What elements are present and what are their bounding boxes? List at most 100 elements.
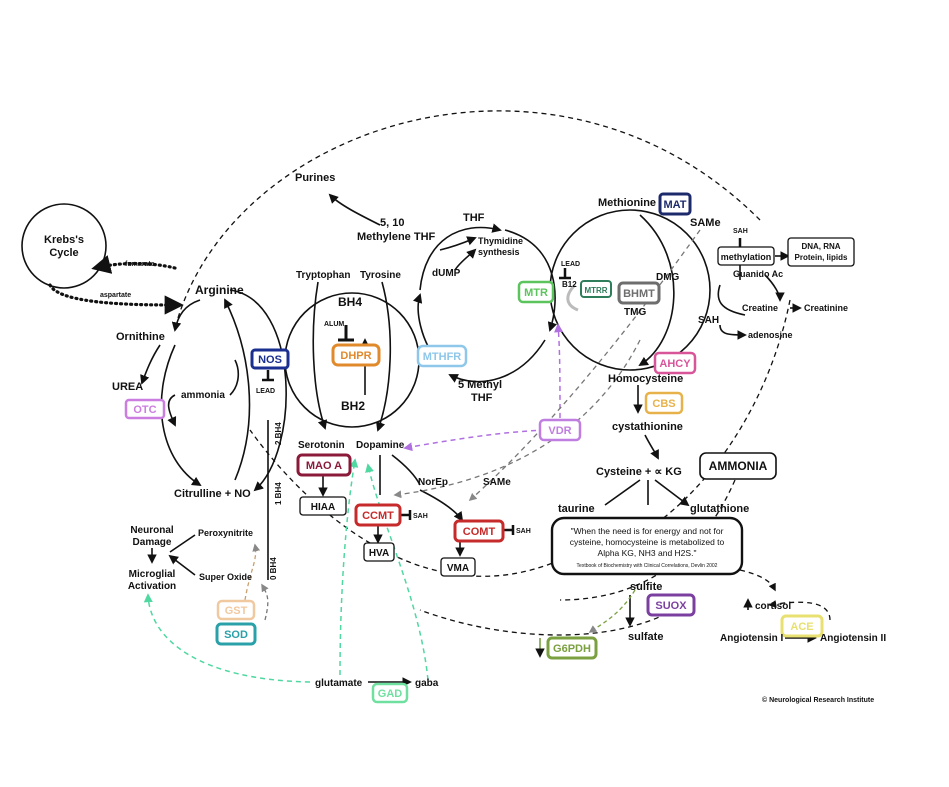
quote-line-2: cysteine, homocysteine is metabolized to <box>570 537 725 547</box>
enzyme-mthfr[interactable]: MTHFR <box>416 344 468 368</box>
enzyme-nos-label: NOS <box>258 354 282 366</box>
urea-label: UREA <box>112 381 143 393</box>
lead-mtr-inhibitor <box>559 268 571 280</box>
enzyme-ahcy[interactable]: AHCY <box>653 351 697 375</box>
enzyme-sod[interactable]: SOD <box>215 622 257 646</box>
ammonia-dash <box>559 479 736 601</box>
homocysteine-label: Homocysteine <box>608 373 683 385</box>
dopamine-branches <box>379 454 462 520</box>
enzyme-ace[interactable]: ACE <box>780 614 824 638</box>
cortisol-label: cortisol <box>755 601 791 612</box>
enzyme-gst[interactable]: GST <box>216 599 256 621</box>
citrulline-arginine-arc <box>224 298 251 481</box>
enzyme-otc[interactable]: OTC <box>124 398 166 420</box>
methionine-label: Methionine <box>598 197 656 209</box>
ammonia-arrows <box>169 359 240 425</box>
arginine-ornithine-arc <box>171 299 201 332</box>
credit-text: © Neurological Research Institute <box>762 696 874 704</box>
enzyme-vdr[interactable]: VDR <box>538 418 582 442</box>
enzyme-gad[interactable]: GAD <box>371 682 409 704</box>
enzyme-mtr[interactable]: MTR <box>517 280 555 304</box>
enzyme-mao-a-label: MAO A <box>306 460 342 472</box>
glutathione-label: glutathione <box>690 503 749 515</box>
suox-g6pdh-dash <box>588 589 636 633</box>
enzyme-mat[interactable]: MAT <box>658 192 692 216</box>
methylation-label: methylation <box>721 252 772 262</box>
dump-label: dUMP <box>432 268 461 279</box>
vma-label: VMA <box>447 563 469 574</box>
enzyme-vdr-label: VDR <box>548 425 571 437</box>
tyrosine-dopamine-arrow <box>376 281 392 432</box>
enzyme-mtrr[interactable]: MTRR <box>580 280 612 298</box>
lead-mtr-label: LEAD <box>561 261 580 268</box>
quote-line-1: "When the need is for energy and not for <box>571 526 724 536</box>
glutamate-dopamine-dash <box>339 458 359 676</box>
ammonia-big-label: AMMONIA <box>709 459 768 473</box>
cortisol-dash <box>768 600 831 621</box>
two-bh4-label: 2 BH4 <box>274 422 283 445</box>
enzyme-mao-a[interactable]: MAO A <box>296 453 352 477</box>
enzyme-suox[interactable]: SUOX <box>646 593 696 617</box>
enzyme-bhmt[interactable]: BHMT <box>617 281 661 305</box>
tryptophan-serotonin-arrow <box>312 281 328 430</box>
same-mat-label: SAMe <box>690 217 721 229</box>
alum-label: ALUM <box>324 321 344 328</box>
sod-dash <box>261 583 269 621</box>
enzyme-gst-label: GST <box>225 605 248 617</box>
arginine-label: Arginine <box>195 283 244 297</box>
methylene-label-2: Methylene THF <box>357 231 436 243</box>
ornithine-citrulline-arc <box>160 344 202 487</box>
aspartate-arrow <box>48 283 184 315</box>
gaba-dopamine-dash <box>365 463 429 681</box>
hva-label: HVA <box>369 548 389 559</box>
ornithine-label: Ornithine <box>116 331 165 343</box>
hiaa-box <box>299 496 347 516</box>
dna-label-2: Protein, lipids <box>795 253 848 262</box>
lead-nos-inhibitor <box>262 370 274 382</box>
neuronal-label-1: Neuronal <box>130 525 174 536</box>
enzyme-dhpr[interactable]: DHPR <box>331 343 381 367</box>
large-dashed-loop <box>177 110 791 636</box>
one-bh4-label: 1 BH4 <box>274 482 283 505</box>
glutamate-label: glutamate <box>315 678 363 689</box>
enzyme-ace-label: ACE <box>790 621 813 633</box>
enzyme-nos[interactable]: NOS <box>250 348 290 370</box>
enzyme-ccmt[interactable]: CCMT <box>354 503 402 527</box>
enzyme-mat-label: MAT <box>663 199 686 211</box>
sah-top-label: SAH <box>733 228 748 235</box>
thymidine-label-2: synthesis <box>478 247 520 257</box>
dna-label-1: DNA, RNA <box>801 242 840 251</box>
sulfite-label: sulfite <box>630 581 662 593</box>
guanido-label: Guanido Ac <box>733 269 783 279</box>
creatine-label: Creatine <box>742 303 778 313</box>
enzyme-sod-label: SOD <box>224 629 248 641</box>
purines-label: Purines <box>295 172 335 184</box>
glutamate-microglial-dash <box>143 593 311 683</box>
fumarate-arrow <box>91 255 177 274</box>
cysteine-arrows <box>604 479 688 505</box>
arginine-nos-arc <box>229 289 287 492</box>
norep-label: NorEp <box>418 477 448 488</box>
quote-source: Textbook of Biochemistry with Clinical C… <box>577 563 718 569</box>
enzyme-suox-label: SUOX <box>655 600 687 612</box>
tyrosine-label: Tyrosine <box>360 270 401 281</box>
peroxy-damage-arrows <box>170 534 196 576</box>
vdr-mtr-dash <box>554 323 564 419</box>
adenosine-label: adenosine <box>748 330 793 340</box>
vma-box <box>440 557 476 577</box>
enzyme-ccmt-label: CCMT <box>362 510 394 522</box>
sah-ccmt-inhibitor <box>400 510 412 520</box>
enzyme-comt-label: COMT <box>463 526 496 538</box>
methyl-thf-label-1: 5 Methyl <box>458 379 502 391</box>
enzyme-mtr-label: MTR <box>524 287 548 299</box>
enzyme-g6pdh[interactable]: G6PDH <box>546 636 598 660</box>
enzyme-mthfr-label: MTHFR <box>423 351 462 363</box>
enzyme-cbs[interactable]: CBS <box>644 391 684 415</box>
krebs-cycle-circle <box>21 203 107 289</box>
b12-label: B12 <box>562 280 577 289</box>
vdr-dopamine-dash <box>403 429 546 452</box>
enzyme-comt[interactable]: COMT <box>453 519 505 543</box>
krebs-label-1: Krebs's <box>44 234 84 246</box>
cystathionine-label: cystathionine <box>612 421 683 433</box>
